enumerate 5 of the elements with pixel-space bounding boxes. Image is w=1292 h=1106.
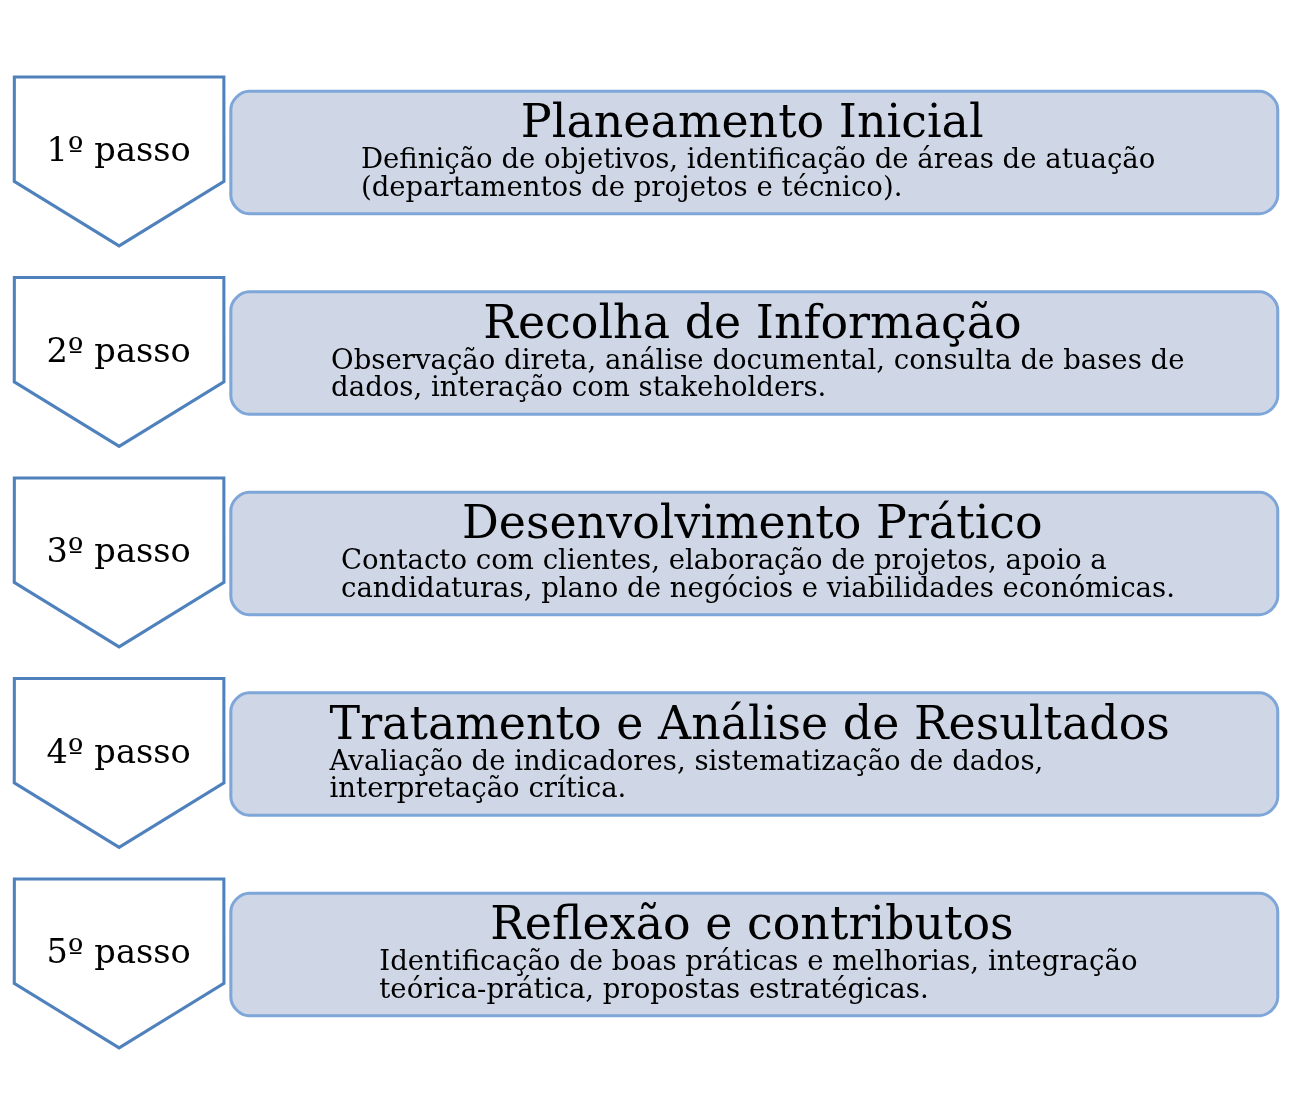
node-box: Recolha de Informação Observação direta, análise documental, consulta de bases de dados, interação com stakeholders. bbox=[229, 289, 1280, 416]
node-box: Tratamento e Análise de Resultados Avaliação de indicadores, sistematização de dados, interpretação crítica. bbox=[229, 690, 1280, 817]
node-box: Desenvolvimento Prático Contacto com clientes, elaboração de projetos, apoio a candidaturas, plano de negócios e viabilidades económicas. bbox=[229, 490, 1280, 616]
node-box: Reflexão e contributos Identificação de boas práticas e melhorias, integração teórica-prática, propostas estratégicas. bbox=[229, 891, 1280, 1017]
node-box: Planeamento Inicial Definição de objetivos, identificação de áreas de atuação (departamentos de projetos e técnico). bbox=[229, 89, 1280, 215]
